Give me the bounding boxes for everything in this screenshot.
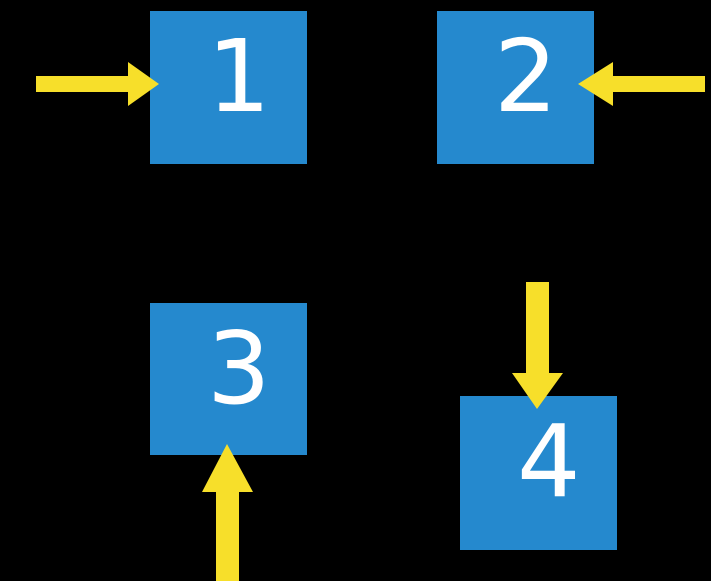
- node-box-2[interactable]: [437, 11, 594, 164]
- node-label-3: 3: [207, 310, 271, 427]
- node-box-3[interactable]: [150, 303, 307, 455]
- arrow-down-icon: [512, 282, 563, 409]
- node-label-2: 2: [494, 18, 558, 135]
- arrow-up-icon: [202, 444, 253, 581]
- arrow-left-icon: [578, 62, 705, 106]
- node-box-4[interactable]: [460, 396, 617, 550]
- node-label-1: 1: [207, 18, 271, 135]
- node-box-1[interactable]: [150, 11, 307, 164]
- arrow-right-icon: [36, 62, 159, 106]
- node-label-4: 4: [517, 403, 581, 520]
